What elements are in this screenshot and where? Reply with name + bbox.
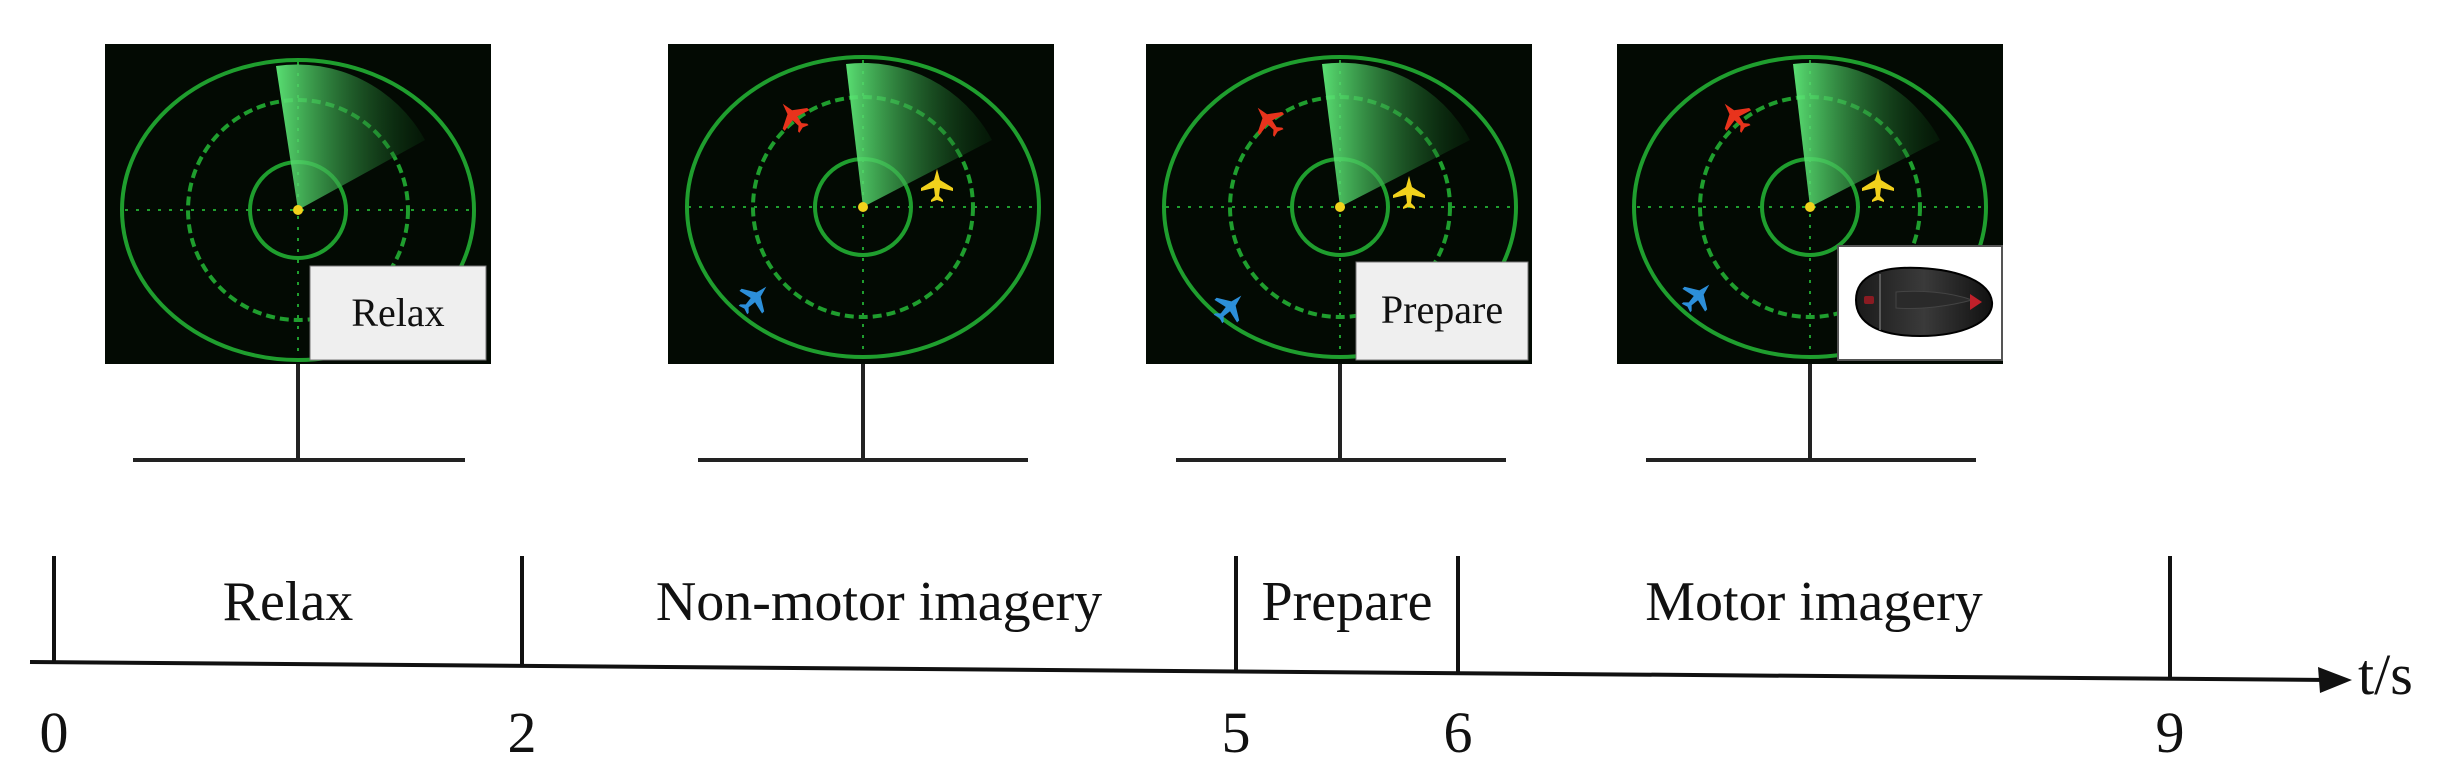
timeline-phase-label: Relax xyxy=(223,571,354,633)
timeline-tick-label: 5 xyxy=(1222,700,1251,765)
time-axis-arrowhead xyxy=(2318,667,2352,693)
monitor-stand xyxy=(698,364,1028,462)
red-plane-icon xyxy=(1724,103,1752,133)
monitor-prepare: Prepare xyxy=(1146,44,1532,462)
radar-display: Prepare xyxy=(1146,44,1532,364)
screen-label-box: Relax xyxy=(309,265,487,361)
radar-center-dot xyxy=(858,202,868,212)
radar-sweep xyxy=(1793,62,1940,208)
timeline-phase-label: Non-motor imagery xyxy=(656,571,1102,633)
time-axis-line xyxy=(29,660,2331,682)
timeline-phase-label: Motor imagery xyxy=(1645,571,1982,633)
screen-label: Prepare xyxy=(1381,287,1503,332)
screen-label-box: Prepare xyxy=(1355,261,1529,361)
monitor-non-motor-imagery xyxy=(668,44,1054,462)
timeline-tick-label: 6 xyxy=(1444,700,1473,765)
radar-sweep xyxy=(276,64,425,210)
timeline-phase-label: Prepare xyxy=(1261,571,1432,633)
radar-crosshair xyxy=(125,62,471,358)
mouse-image-box xyxy=(1837,245,2003,361)
monitor-motor-imagery xyxy=(1617,44,2003,462)
timeline-tick-label: 0 xyxy=(40,700,69,765)
monitor-stand xyxy=(1176,364,1506,462)
timeline: t/s 0 2 5 6 9 Relax Non-motor imagery Prepare M… xyxy=(29,556,2413,765)
radar-center-dot xyxy=(293,205,303,215)
radar-crosshair xyxy=(1166,60,1512,356)
blue-plane-icon xyxy=(1213,295,1242,324)
radar-crosshair xyxy=(1637,60,1983,356)
radar-crosshair xyxy=(688,60,1034,356)
monitor-stand xyxy=(133,364,465,462)
timeline-tick-label: 9 xyxy=(2156,700,2185,765)
yellow-plane-icon xyxy=(1393,176,1425,209)
computer-mouse-icon xyxy=(1854,266,1994,338)
radar-display xyxy=(668,44,1054,364)
timeline-phases: Relax Non-motor imagery Prepare Motor image… xyxy=(223,571,1983,633)
monitor-relax: Relax xyxy=(105,44,491,462)
yellow-plane-icon xyxy=(1862,169,1894,202)
blue-plane-icon xyxy=(1681,284,1710,313)
radar-center-dot xyxy=(1335,202,1345,212)
radar-sweep xyxy=(1322,62,1470,207)
radar-display: Relax xyxy=(105,44,491,364)
time-axis-label: t/s xyxy=(2358,642,2413,707)
radar-center-dot xyxy=(1805,202,1815,212)
red-plane-icon xyxy=(782,103,810,133)
blue-plane-icon xyxy=(738,286,767,315)
screen-label: Relax xyxy=(351,290,444,335)
timeline-tick-label: 2 xyxy=(508,700,537,765)
radar-sweep xyxy=(846,62,992,207)
monitor-stand xyxy=(1646,364,1976,462)
red-plane-icon xyxy=(1257,107,1285,137)
yellow-plane-icon xyxy=(921,169,953,202)
radar-display xyxy=(1617,44,2003,364)
timeline-ticks: 0 2 5 6 9 xyxy=(40,556,2185,765)
